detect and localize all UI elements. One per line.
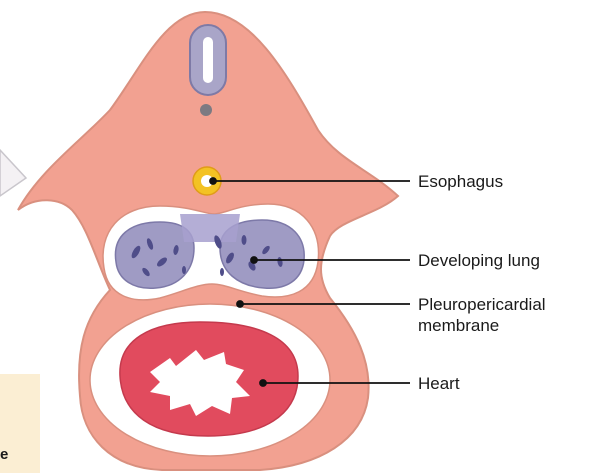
- developing-lung-label: Developing lung: [418, 251, 540, 271]
- adjacent-arrow-fragment: [0, 150, 26, 196]
- notochord: [200, 104, 212, 116]
- pleuropericardial-membrane-label-line2: membrane: [418, 316, 499, 336]
- pleuropericardial-membrane-label-line1: Pleuropericardial: [418, 295, 546, 315]
- developing-lung-left: [115, 222, 194, 288]
- heart-leader-dot: [260, 380, 266, 386]
- membrane-leader-dot: [237, 301, 243, 307]
- mediastinum: [180, 214, 240, 242]
- esophagus-label: Esophagus: [418, 172, 503, 192]
- esophagus-leader-dot: [210, 178, 216, 184]
- heart-label: Heart: [418, 374, 460, 394]
- lung-leader-dot: [251, 257, 257, 263]
- neural-canal: [203, 37, 213, 83]
